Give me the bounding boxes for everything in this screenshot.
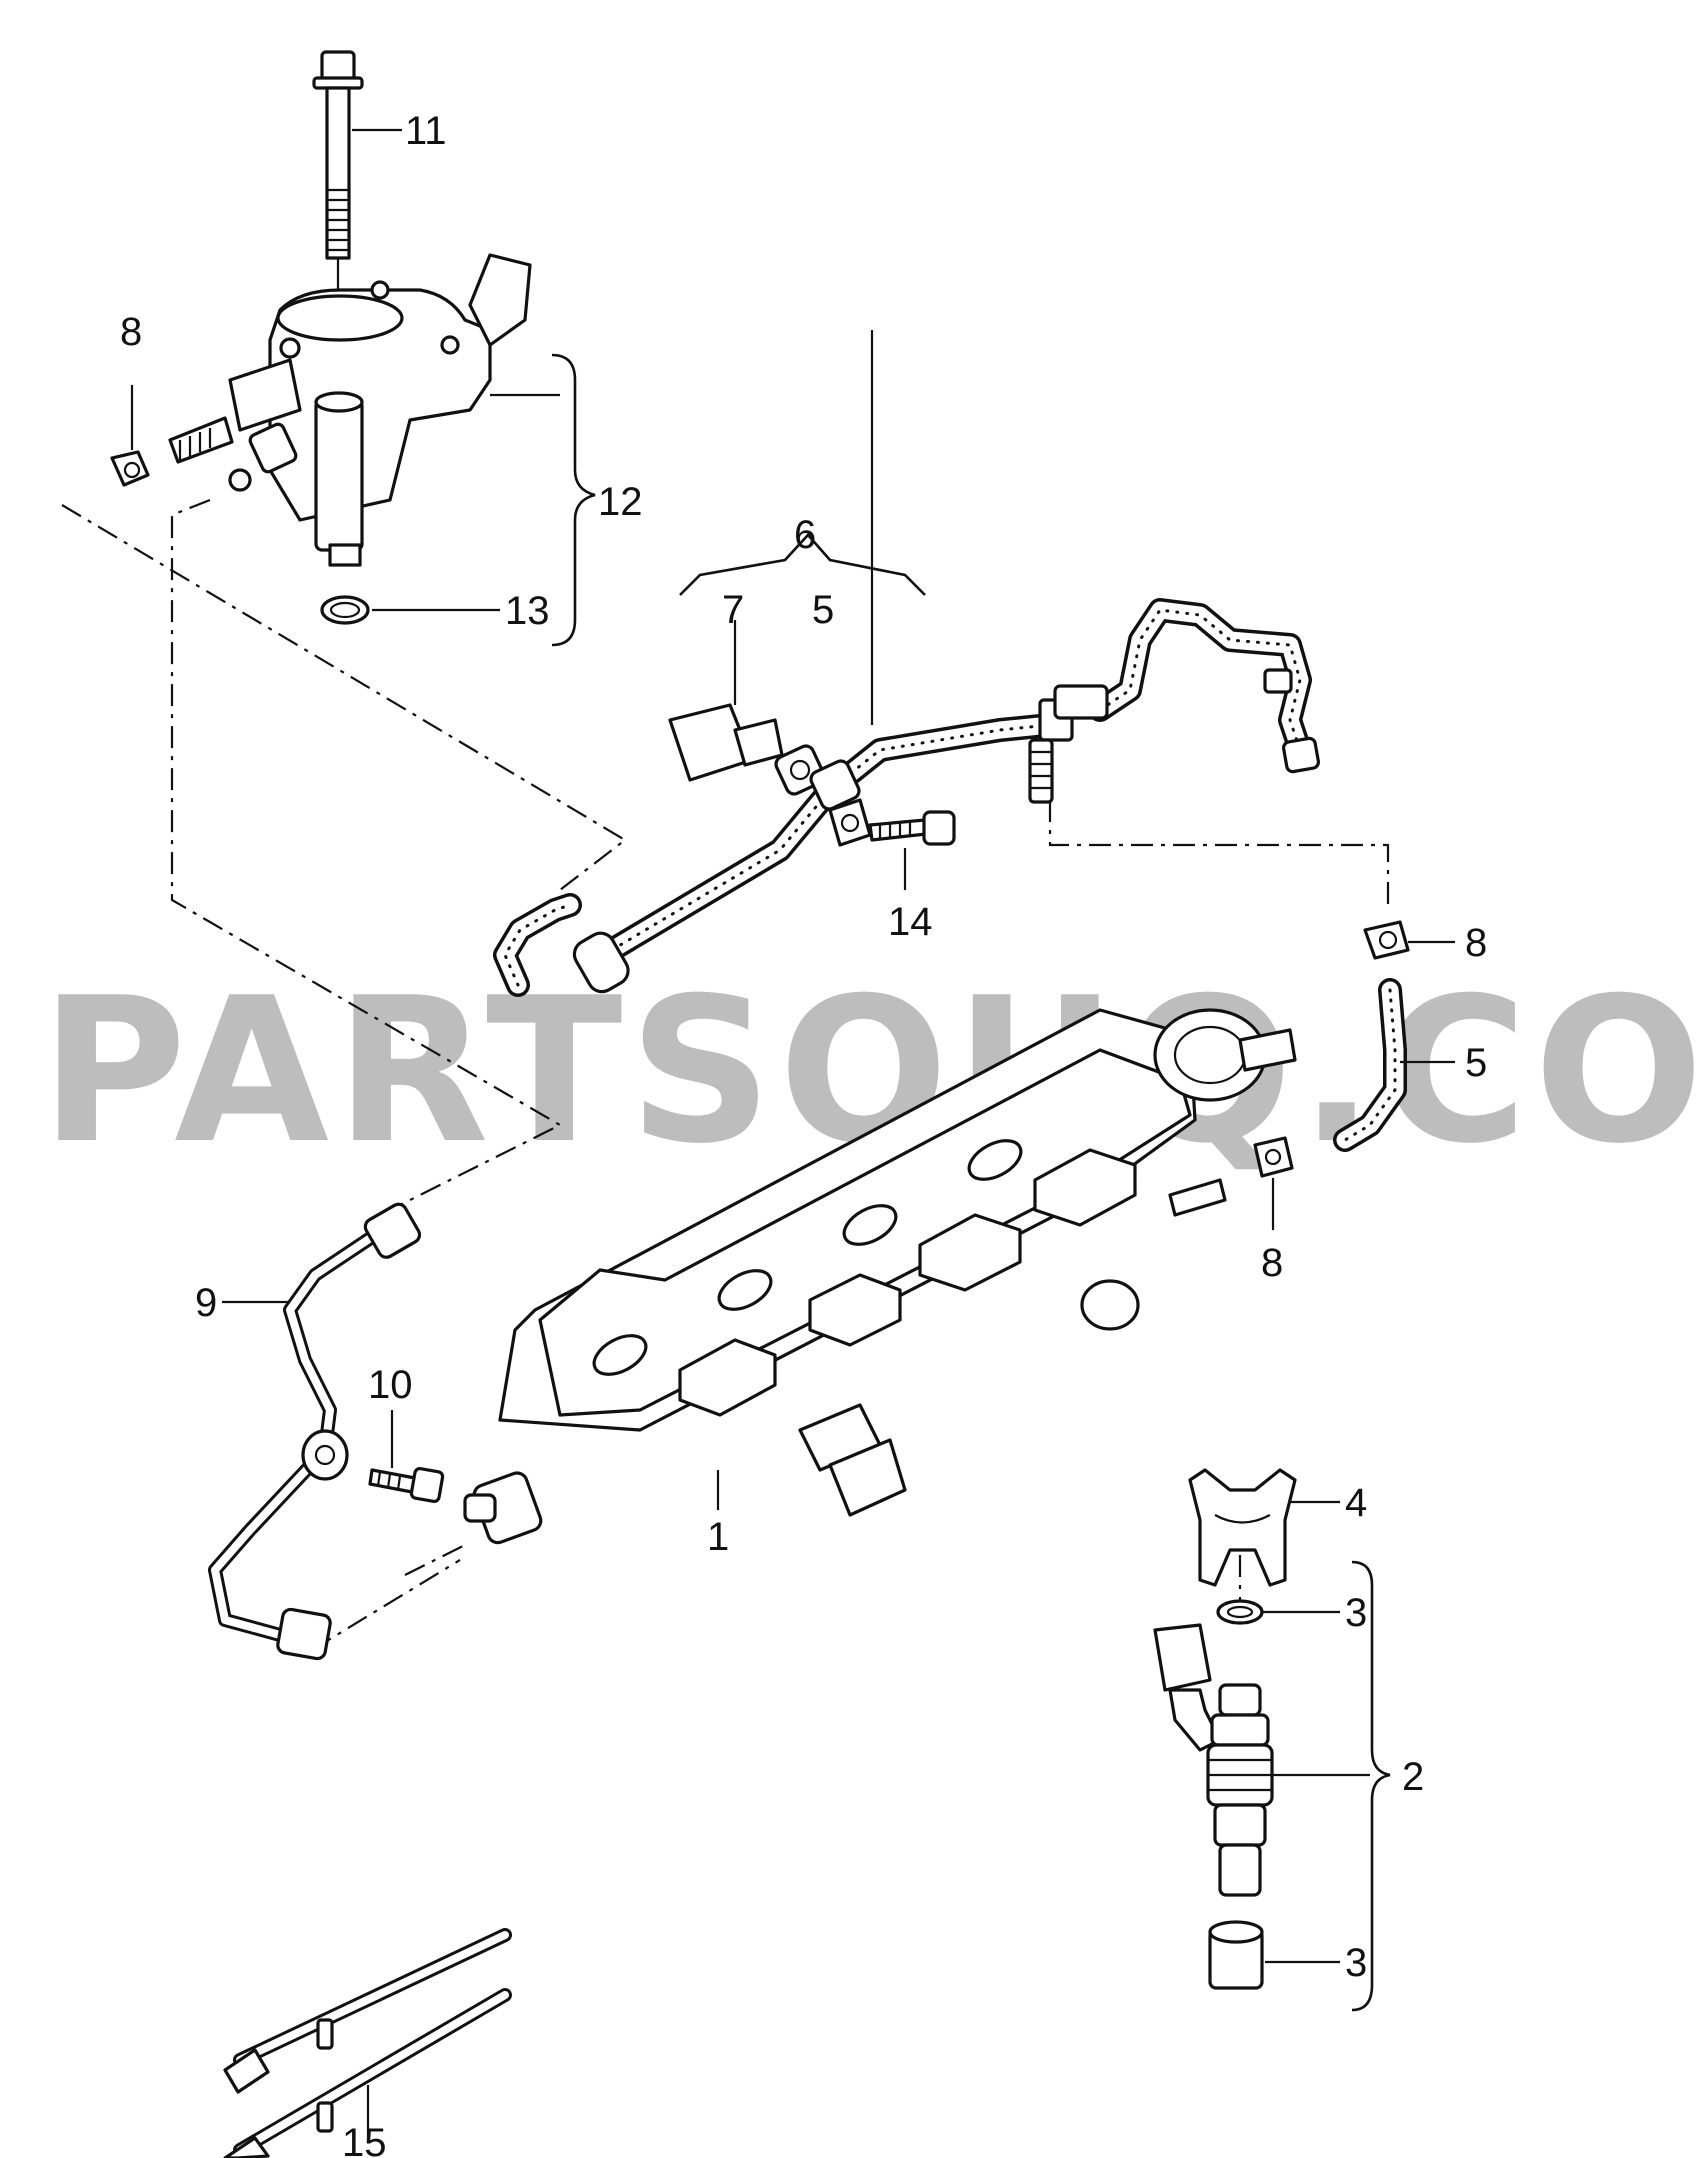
fuel-rail-1[interactable] bbox=[463, 1008, 1297, 1545]
o-ring-13[interactable] bbox=[320, 595, 370, 625]
seal-sleeve-3-bottom[interactable] bbox=[1208, 1920, 1264, 1990]
leader-lines bbox=[130, 128, 1455, 2140]
callout-11: 11 bbox=[405, 109, 447, 153]
bolt-10[interactable] bbox=[368, 1466, 445, 1504]
hose-clip-8-right[interactable] bbox=[1363, 920, 1410, 960]
seal-ring-3-top[interactable] bbox=[1216, 1599, 1264, 1625]
callout-labels: 11 12 13 8 6 7 5 14 8 5 8 9 10 1 4 3 2 3… bbox=[120, 109, 1487, 2158]
assembly-lines bbox=[61, 498, 1390, 1651]
fuel-injector-2[interactable] bbox=[1153, 1623, 1274, 1897]
bolt-11[interactable] bbox=[312, 50, 364, 410]
callout-4: 4 bbox=[1345, 1481, 1367, 1525]
callout-15: 15 bbox=[342, 2121, 387, 2158]
hose-clip-8-top[interactable] bbox=[110, 450, 150, 487]
bolt-14[interactable] bbox=[868, 810, 956, 846]
brackets bbox=[551, 353, 1391, 2012]
high-pressure-pump-12[interactable] bbox=[168, 253, 532, 567]
callout-5-top: 5 bbox=[812, 588, 834, 632]
callout-8-right: 8 bbox=[1465, 921, 1487, 965]
callout-3-top: 3 bbox=[1345, 1591, 1367, 1635]
callout-8-top: 8 bbox=[120, 310, 142, 354]
callout-8-middle: 8 bbox=[1261, 1241, 1283, 1285]
callout-2: 2 bbox=[1402, 1755, 1424, 1799]
callout-6: 6 bbox=[794, 513, 816, 557]
hose-clip-8-middle[interactable] bbox=[1253, 1136, 1294, 1178]
cable-tie-15[interactable] bbox=[223, 1928, 512, 2158]
callout-1: 1 bbox=[707, 1515, 729, 1559]
callout-9: 9 bbox=[195, 1281, 217, 1325]
callout-7: 7 bbox=[722, 588, 744, 632]
callout-10: 10 bbox=[368, 1363, 413, 1407]
callout-3-bottom: 3 bbox=[1345, 1941, 1367, 1985]
high-pressure-pipe-9[interactable] bbox=[208, 1201, 422, 1661]
callout-12: 12 bbox=[598, 480, 643, 524]
callout-5-right: 5 bbox=[1465, 1041, 1487, 1085]
callout-13: 13 bbox=[505, 589, 550, 633]
retaining-clamp-4[interactable] bbox=[1188, 1468, 1297, 1587]
callout-14: 14 bbox=[888, 900, 933, 944]
fuel-line-assembly-6[interactable] bbox=[493, 598, 1321, 997]
fuel-hose-5-right[interactable] bbox=[1333, 978, 1407, 1152]
